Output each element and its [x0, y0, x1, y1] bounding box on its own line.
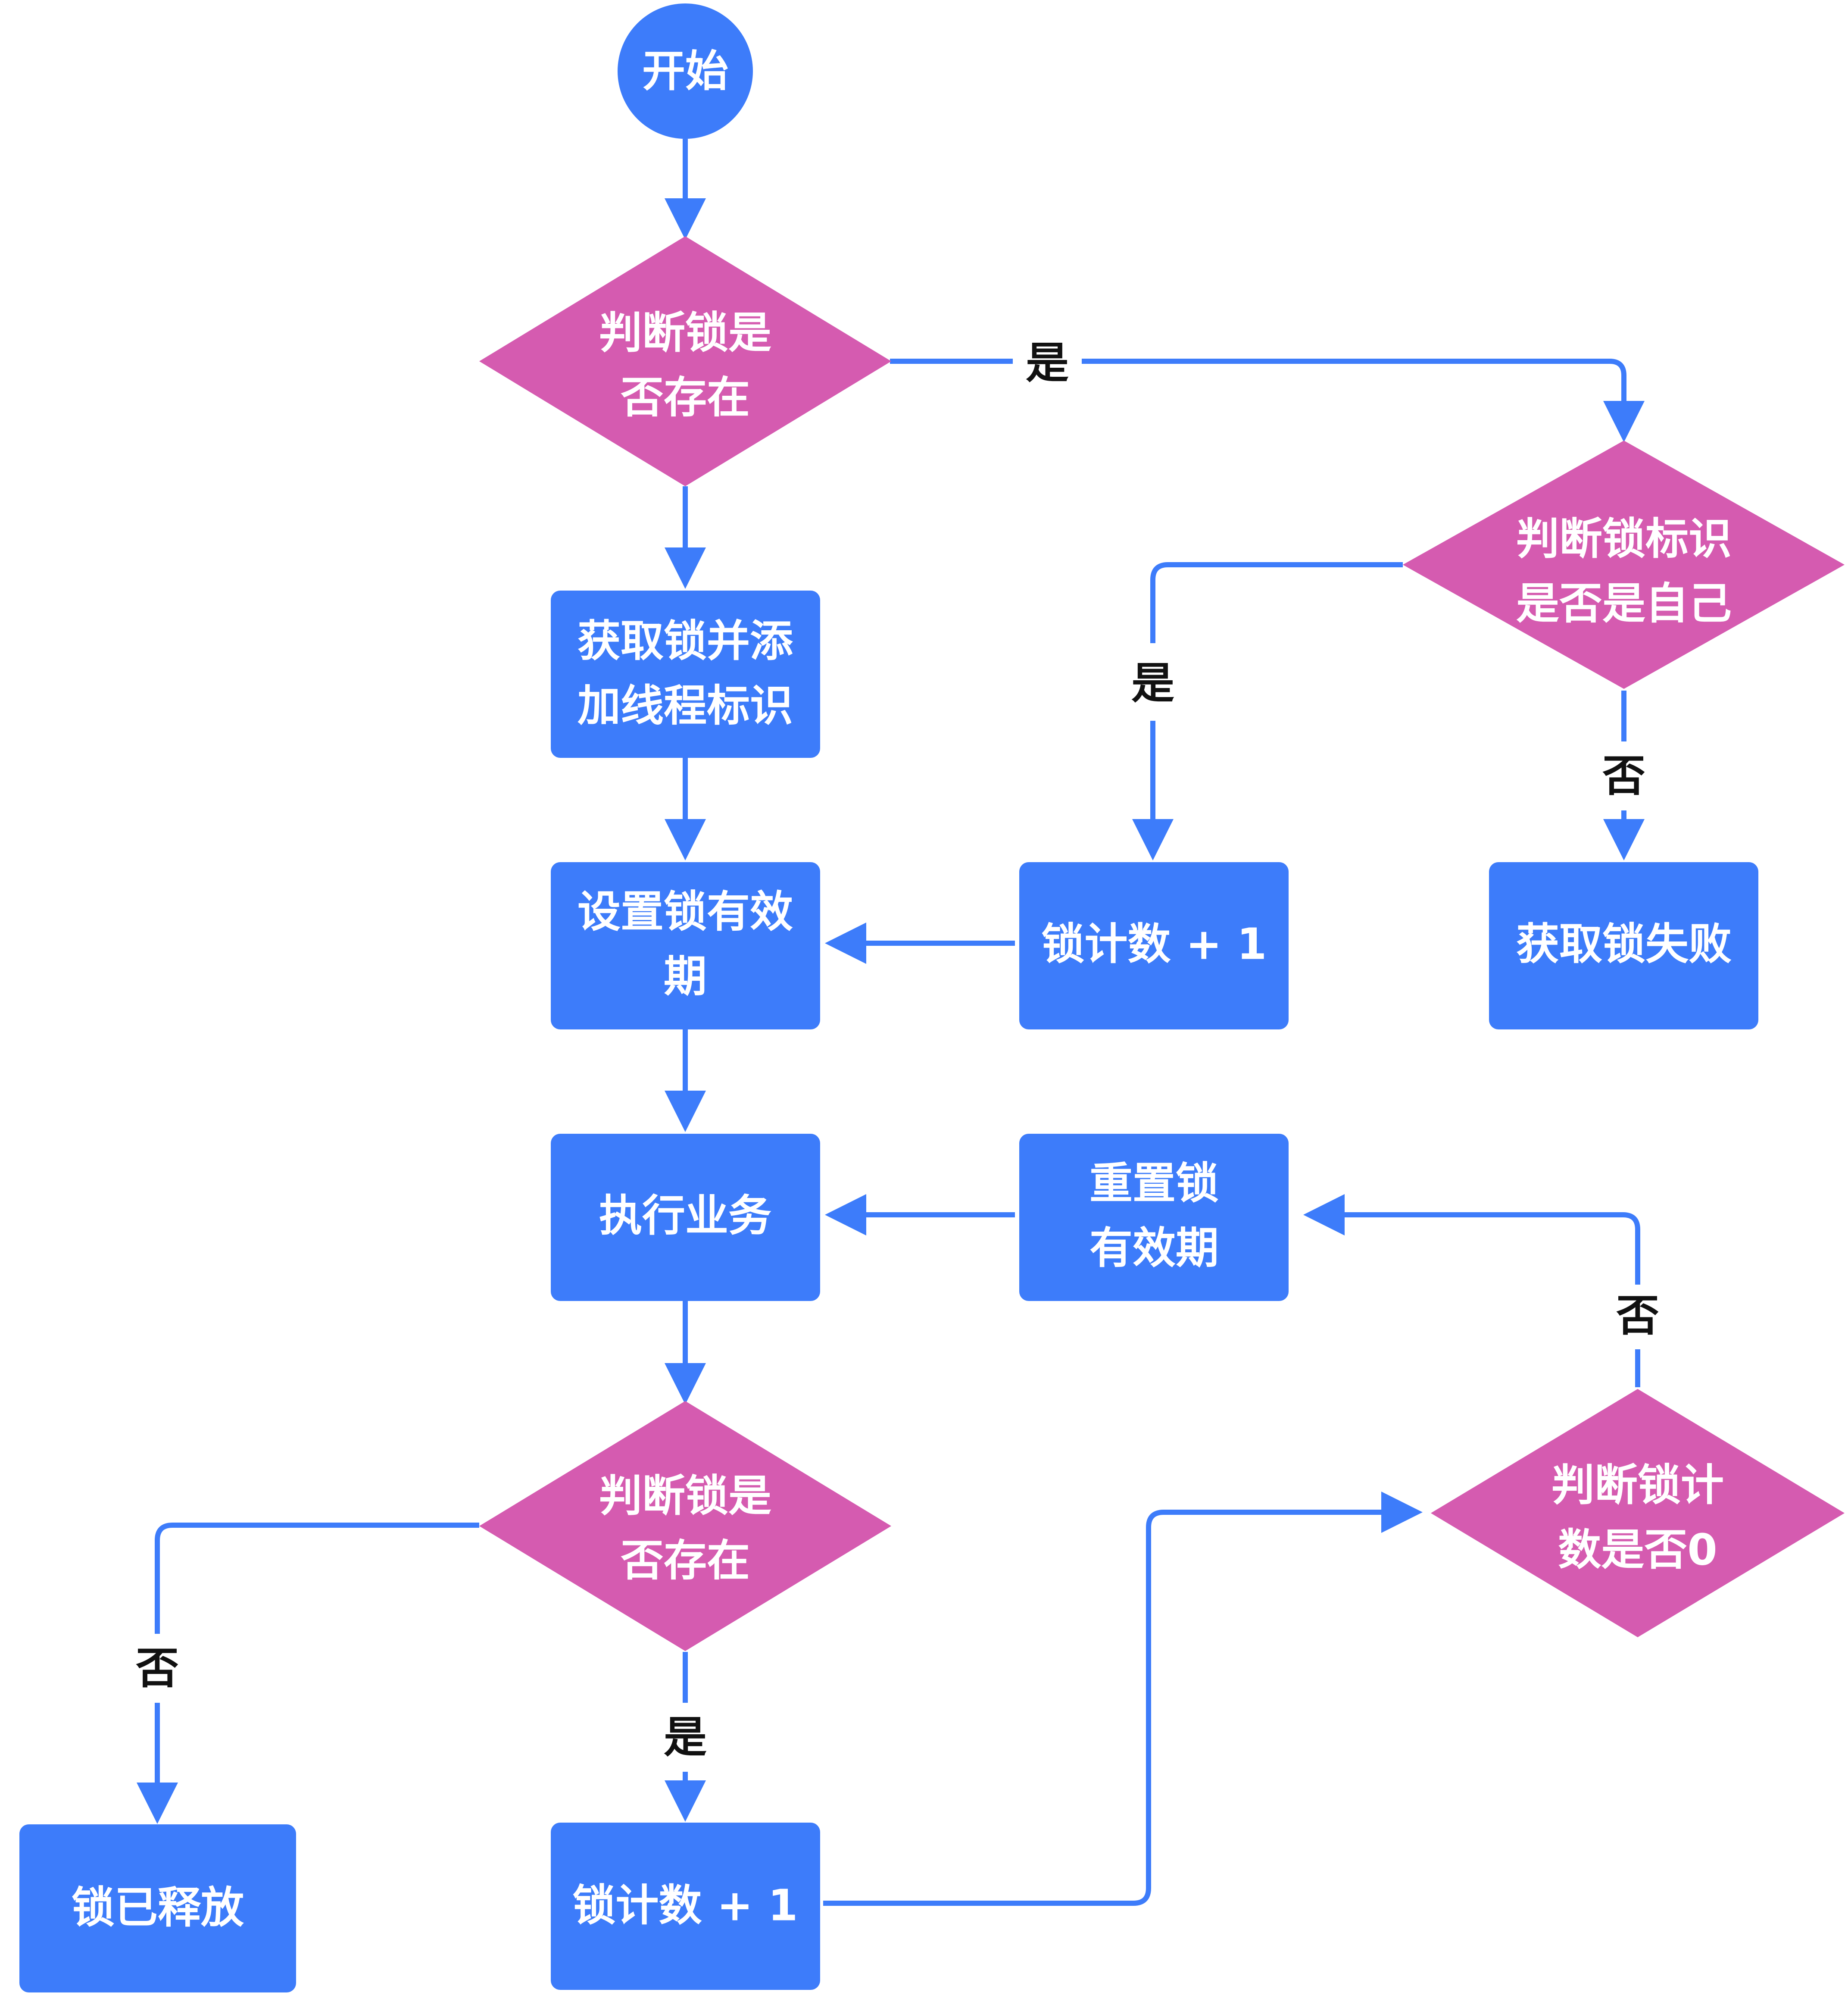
start-node-label: 开始 — [642, 46, 728, 97]
edge-count-zero-no-to-reset — [1319, 1215, 1640, 1387]
edge-label-exists-yes: 是 — [1026, 338, 1069, 388]
edge-labels: 是 是 否 否 否 是 — [136, 338, 1659, 1763]
process-reset-expiry: 重置锁 有效期 — [1019, 1134, 1289, 1301]
decision-check-exists-1-label-2: 否存在 — [621, 372, 750, 423]
edge-label-identity-no: 否 — [1602, 751, 1645, 801]
decision-check-exists-2: 判断锁是 否存在 — [479, 1401, 891, 1651]
decision-check-count-zero-label-2: 数是否0 — [1558, 1525, 1717, 1575]
process-lock-released: 锁已释放 — [19, 1824, 296, 1992]
process-count-plus-bottom-label: 锁计数 + 1 — [573, 1880, 798, 1931]
process-count-plus-bottom: 锁计数 + 1 — [551, 1823, 820, 1990]
decision-check-exists-1: 判断锁是 否存在 — [479, 236, 891, 486]
process-acquire-lock: 获取锁并添 加线程标识 — [551, 591, 820, 758]
decision-check-identity-label-1: 判断锁标识 — [1516, 514, 1732, 564]
decision-check-exists-2-label-1: 判断锁是 — [599, 1471, 771, 1521]
edge-label-count-no: 否 — [1616, 1291, 1659, 1341]
process-acquire-lock-label-1: 获取锁并添 — [578, 616, 793, 666]
process-reset-expiry-label-1: 重置锁 — [1089, 1158, 1219, 1209]
process-acquire-lock-label-2: 加线程标识 — [578, 681, 793, 731]
start-node: 开始 — [618, 3, 753, 139]
process-set-expiry-label-1: 设置锁有效 — [578, 887, 793, 937]
edge-label-identity-yes: 是 — [1131, 658, 1174, 709]
process-acquire-failed-label: 获取锁失败 — [1516, 919, 1732, 970]
decision-check-identity: 判断锁标识 是否是自己 — [1403, 441, 1845, 689]
edge-check-exists-2-no-to-released — [157, 1523, 479, 1808]
process-set-expiry-label-2: 期 — [664, 951, 707, 1002]
edges — [157, 139, 1640, 1906]
process-reset-expiry-label-2: 有效期 — [1089, 1223, 1219, 1273]
process-acquire-failed: 获取锁失败 — [1489, 862, 1758, 1029]
edge-label-exists2-no: 否 — [136, 1643, 179, 1694]
process-set-expiry: 设置锁有效 期 — [551, 862, 820, 1029]
edge-label-exists2-yes: 是 — [664, 1712, 707, 1763]
edge-count-bottom-to-count-zero — [823, 1492, 1423, 1906]
decision-check-identity-label-2: 是否是自己 — [1516, 579, 1732, 629]
decision-check-count-zero-label-1: 判断锁计 — [1551, 1460, 1724, 1511]
decision-check-exists-2-label-2: 否存在 — [621, 1536, 750, 1586]
decision-check-count-zero: 判断锁计 数是否0 — [1431, 1389, 1845, 1637]
process-count-plus-top: 锁计数 + 1 — [1019, 862, 1289, 1029]
process-execute-business-label: 执行业务 — [599, 1191, 771, 1241]
process-lock-released-label: 锁已释放 — [72, 1883, 244, 1933]
edge-identity-yes-to-count — [1153, 562, 1403, 845]
edge-check-exists-yes-to-identity — [890, 359, 1624, 427]
process-count-plus-top-label: 锁计数 + 1 — [1042, 919, 1267, 970]
process-execute-business: 执行业务 — [551, 1134, 820, 1301]
decision-check-exists-1-label-1: 判断锁是 — [599, 308, 771, 358]
